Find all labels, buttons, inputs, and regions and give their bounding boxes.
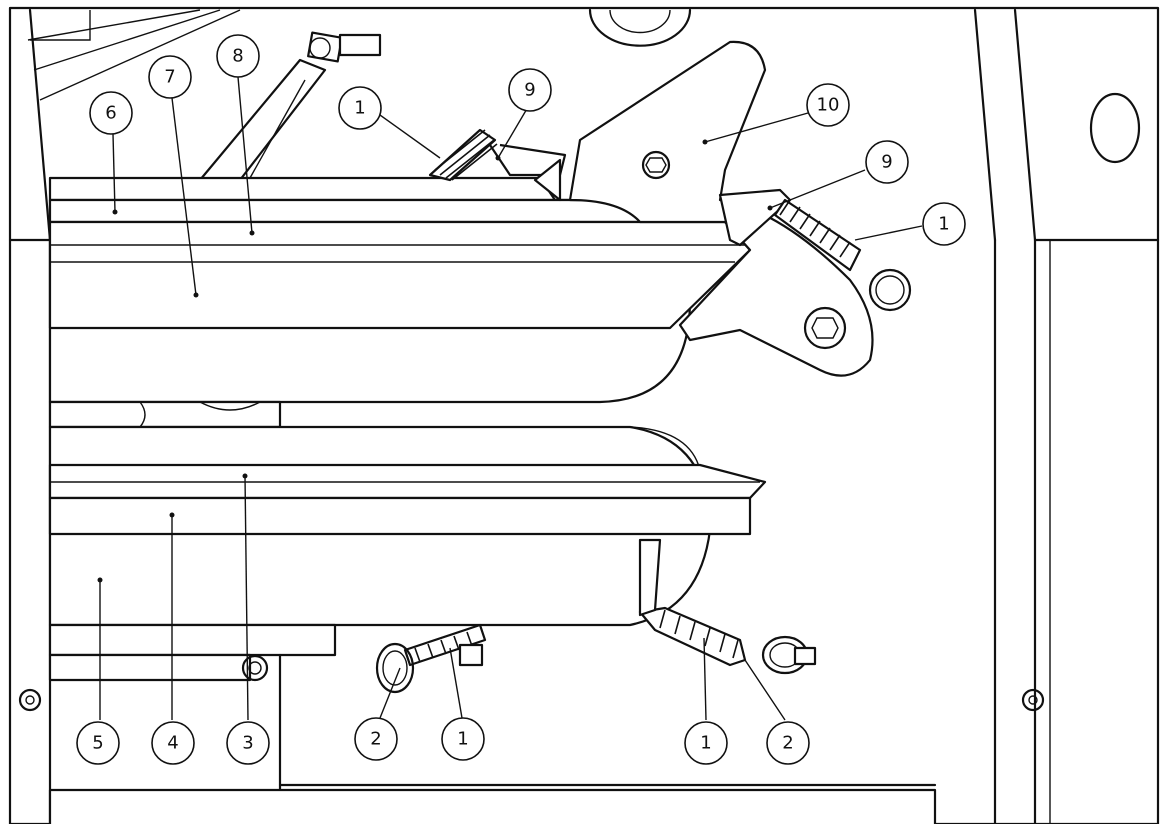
callout-1-upper-left: 1	[338, 86, 382, 130]
callout-3-label: 3	[242, 733, 253, 754]
callout-7: 7	[148, 55, 192, 99]
callout-2a-label: 2	[370, 729, 381, 750]
drawing-border	[8, 6, 1160, 824]
upper-right-pin	[718, 188, 792, 247]
upper-plates	[48, 176, 752, 330]
lower-left-spring	[375, 623, 487, 694]
top-boss	[588, 8, 692, 47]
lower-link-bolt-icon	[803, 306, 847, 350]
upper-left-spring	[428, 128, 498, 182]
upper-strut	[199, 31, 382, 181]
upper-right-spring	[773, 198, 912, 312]
callout-10: 10	[806, 83, 850, 127]
callout-1-right: 1	[922, 202, 966, 246]
right-bolt-icon	[1021, 688, 1045, 712]
right-side-panel	[973, 8, 1160, 824]
callout-1b-label: 1	[938, 214, 949, 235]
callout-4: 4	[151, 721, 195, 765]
callout-9b-label: 9	[881, 152, 892, 173]
leader-lines	[97, 76, 923, 721]
middle-spacer	[48, 400, 282, 429]
upper-left-pin	[479, 129, 567, 202]
callout-10-label: 10	[817, 95, 840, 116]
right-port-hole	[1089, 92, 1141, 164]
callout-9-upper-left: 9	[508, 68, 552, 112]
upper-link-bolt-icon	[641, 150, 671, 180]
callout-9-right: 9	[865, 140, 909, 184]
callout-6: 6	[89, 91, 133, 135]
callout-1-lower-left: 1	[441, 717, 485, 761]
upper-link-plate	[568, 40, 874, 377]
callout-5: 5	[76, 721, 120, 765]
callout-2b-label: 2	[782, 733, 793, 754]
callout-2-right: 2	[766, 721, 810, 765]
callout-3: 3	[226, 721, 270, 765]
callout-1-lower-right: 1	[684, 721, 728, 765]
lower-plates	[48, 463, 767, 536]
callout-1a-label: 1	[354, 98, 365, 119]
lower-bracket	[48, 623, 337, 792]
callout-9a-label: 9	[524, 80, 535, 101]
callout-1c-label: 1	[457, 729, 468, 750]
callout-2-left: 2	[354, 717, 398, 761]
left-bolt-icon	[18, 688, 42, 712]
callout-8: 8	[216, 34, 260, 78]
callout-4-label: 4	[167, 733, 178, 754]
callout-5-label: 5	[92, 733, 103, 754]
callout-6-label: 6	[105, 103, 116, 124]
callout-7-label: 7	[164, 67, 175, 88]
callout-8-label: 8	[232, 46, 243, 67]
callout-1d-label: 1	[700, 733, 711, 754]
base-plate	[48, 783, 937, 824]
